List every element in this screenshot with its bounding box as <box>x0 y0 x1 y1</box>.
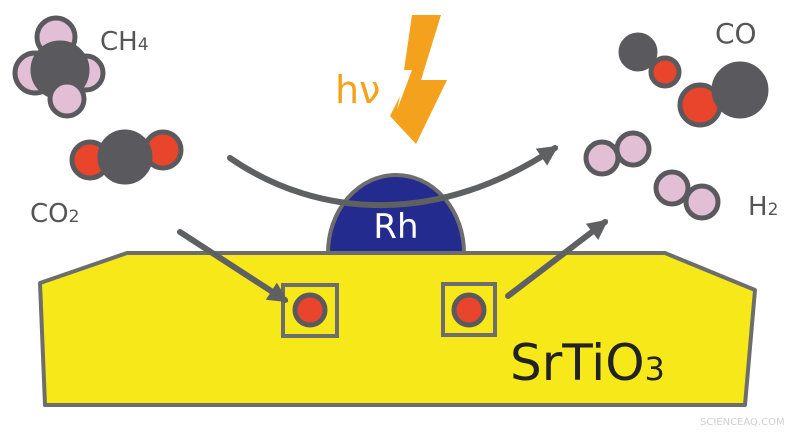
desorption-arrow <box>505 219 609 299</box>
co2-molecule <box>69 129 184 185</box>
light-label: hν <box>335 68 380 112</box>
lightning-bolt-icon <box>390 15 447 144</box>
rh-particle <box>325 173 467 255</box>
co-molecule-small <box>618 32 682 89</box>
ch4-molecule <box>12 15 106 119</box>
reaction-arrow-curved <box>227 145 559 209</box>
ch4-label: CH4 <box>100 27 149 57</box>
srtio3-support <box>38 251 757 407</box>
co2-adsorption-arrow <box>177 229 289 303</box>
watermark: SCIENCEAQ.COM <box>700 417 785 428</box>
co-molecule-large <box>677 61 769 128</box>
vacancy-site-left <box>281 283 339 338</box>
co-label: CO <box>715 17 757 50</box>
co2-label: CO2 <box>30 199 79 229</box>
rh-label: Rh <box>373 207 418 247</box>
h2-molecule-top <box>583 130 652 177</box>
h2-molecule-bottom <box>653 169 721 221</box>
srtio3-label: SrTiO3 <box>510 334 665 392</box>
h2-label: H2 <box>748 192 778 222</box>
vacancy-site-right <box>441 282 497 337</box>
